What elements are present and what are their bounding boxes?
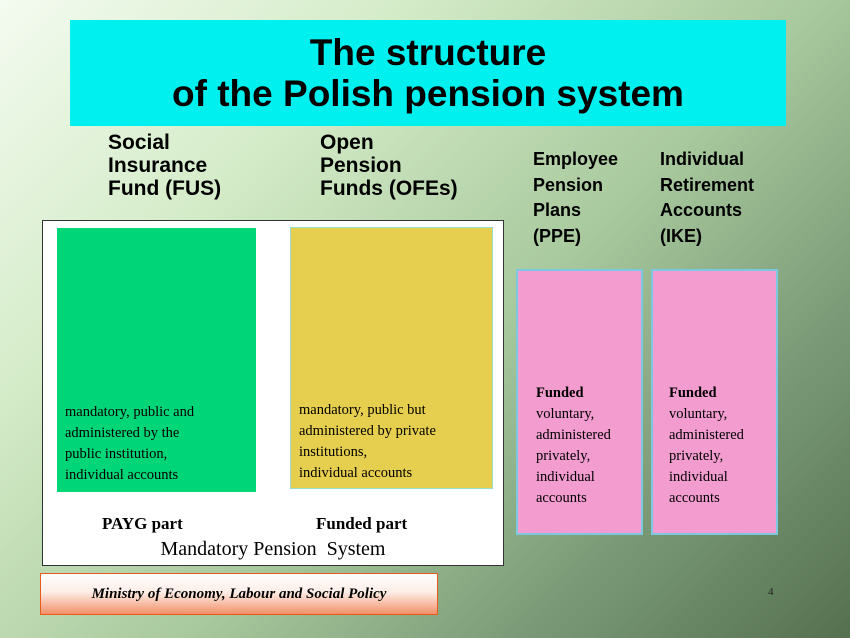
fus-box: mandatory, public and administered by th… (57, 228, 256, 492)
ppe-heading: Employee Pension Plans (PPE) (533, 147, 618, 249)
title-line-2: of the Polish pension system (172, 73, 684, 114)
ppe-box-line-5: accounts (536, 490, 587, 506)
fus-box-line-3: public institution, (65, 446, 168, 462)
ofe-box: mandatory, public but administered by pr… (290, 227, 493, 489)
ike-box-line-4: individual (669, 469, 728, 485)
ike-box-line-3: privately, (669, 448, 724, 464)
fus-heading-line-2: Insurance (108, 154, 208, 177)
ike-box: Funded voluntary, administered privately… (651, 269, 778, 535)
ofe-heading: Open Pension Funds (OFEs) (320, 131, 458, 200)
ppe-box-text: Funded voluntary, administered privately… (536, 383, 611, 509)
ofe-box-line-2: administered by private (299, 423, 436, 439)
ike-heading-line-2: Retirement (660, 174, 755, 195)
ministry-footer: Ministry of Economy, Labour and Social P… (40, 573, 438, 615)
fus-box-text: mandatory, public and administered by th… (65, 402, 194, 486)
fus-heading: Social Insurance Fund (FUS) (108, 131, 221, 200)
fus-box-line-2: administered by the (65, 425, 180, 441)
ppe-box-line-1: voluntary, (536, 406, 595, 422)
ppe-heading-line-4: (PPE) (533, 225, 582, 246)
ike-box-heading: Funded (669, 385, 717, 401)
fus-heading-line-3: Fund (FUS) (108, 177, 222, 200)
ppe-box: Funded voluntary, administered privately… (516, 269, 643, 535)
fus-heading-line-1: Social (108, 131, 170, 154)
ofe-box-text: mandatory, public but administered by pr… (299, 400, 436, 484)
ofe-box-line-1: mandatory, public but (299, 402, 426, 418)
title-line-1: The structure (309, 32, 547, 73)
ppe-box-line-4: individual (536, 469, 595, 485)
payg-part-label: PAYG part (102, 514, 183, 533)
ofe-box-line-4: individual accounts (299, 465, 413, 481)
fus-box-line-1: mandatory, public and (65, 404, 195, 420)
ppe-heading-line-2: Pension (533, 174, 604, 195)
mandatory-system-label: Mandatory Pension System (160, 538, 386, 560)
ppe-heading-line-1: Employee (533, 149, 619, 169)
page-number: 4 (768, 586, 774, 598)
ofe-heading-line-3: Funds (OFEs) (320, 177, 458, 200)
ppe-box-line-3: privately, (536, 448, 591, 464)
ppe-box-line-2: administered (536, 427, 611, 443)
ppe-box-heading: Funded (536, 385, 584, 401)
ofe-box-line-3: institutions, (299, 444, 368, 460)
ofe-heading-line-1: Open (320, 131, 374, 154)
ike-heading-line-1: Individual (660, 149, 745, 169)
ike-box-line-5: accounts (669, 490, 720, 506)
ike-box-line-2: administered (669, 427, 744, 443)
ike-box-text: Funded voluntary, administered privately… (669, 383, 744, 509)
ike-heading-line-3: Accounts (660, 200, 743, 220)
ppe-heading-line-3: Plans (533, 200, 582, 220)
funded-part-label: Funded part (316, 514, 408, 533)
title-banner: The structure of the Polish pension syst… (70, 20, 786, 126)
ministry-label: Ministry of Economy, Labour and Social P… (91, 585, 387, 602)
ike-heading-line-4: (IKE) (660, 225, 702, 246)
ike-heading: Individual Retirement Accounts (IKE) (660, 147, 754, 249)
fus-box-line-4: individual accounts (65, 467, 179, 483)
ike-box-line-1: voluntary, (669, 406, 728, 422)
ofe-heading-line-2: Pension (320, 154, 402, 177)
